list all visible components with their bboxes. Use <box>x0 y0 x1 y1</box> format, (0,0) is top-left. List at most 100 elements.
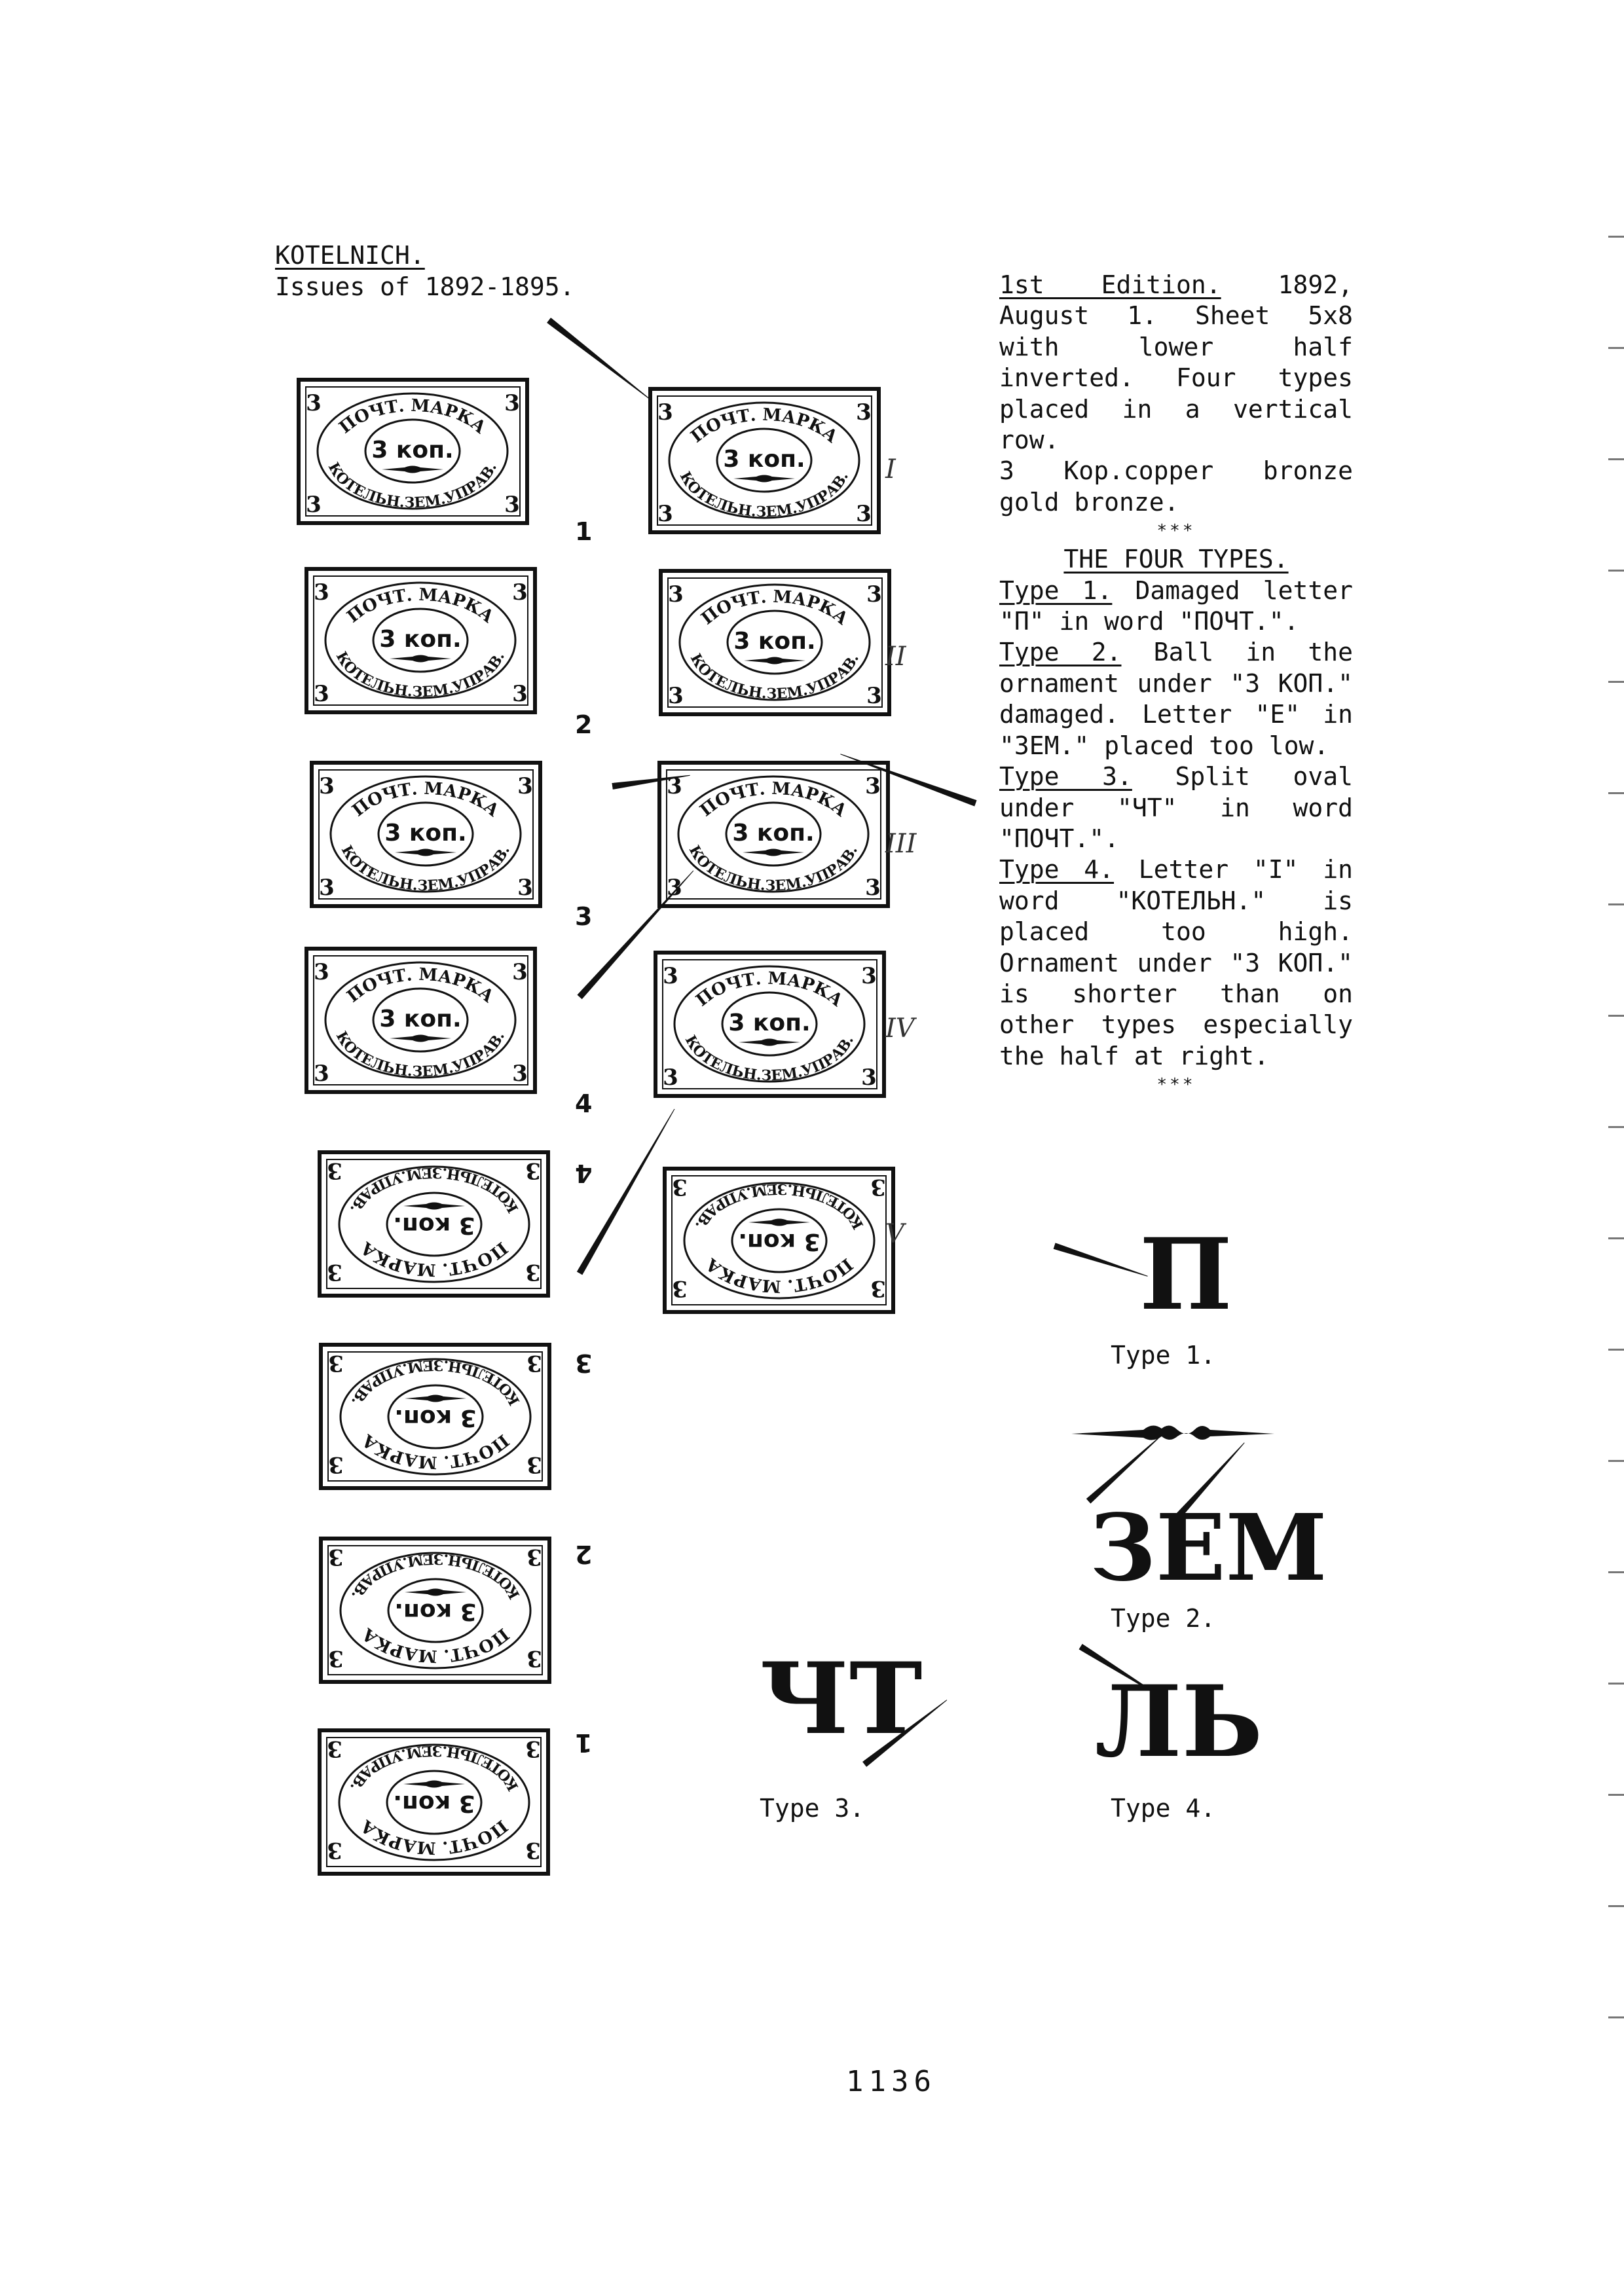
stamp-text: 3 коп. <box>393 1790 475 1817</box>
stamp-text: 3 <box>319 773 335 799</box>
margin-tick <box>1608 1126 1624 1128</box>
stamp-text: 3 <box>861 1065 877 1091</box>
stamp-text: ПОЧТ. МАРКА <box>357 1815 511 1857</box>
type-3-label: Type 3. <box>999 762 1132 792</box>
stamp-text: 3 <box>328 1645 344 1671</box>
detail-1-pointer <box>1053 1243 1149 1279</box>
stamp-text: 3 <box>504 390 520 416</box>
stamp-text: 3 <box>512 681 528 707</box>
stamp-text: ПОЧТ. МАРКА <box>358 1624 512 1666</box>
stamp-upright-3: ПОЧТ. МАРКА КОТЕЛЬН.ЗЕМ.УПРАВ. 3 коп. 3 … <box>310 761 542 908</box>
stamp-text: 3 <box>525 1259 541 1285</box>
stamp-text: 3 <box>672 1174 688 1200</box>
stamp-text: 3 коп. <box>393 1212 475 1239</box>
stamp-text: 3 <box>526 1544 542 1570</box>
margin-tick <box>1608 1460 1624 1462</box>
detail-type-3-caption: Type 3. <box>760 1794 865 1823</box>
margin-tick <box>1608 792 1624 794</box>
edition-text: 1892, August 1. Sheet 5x8 with lower hal… <box>999 270 1353 455</box>
stamp-upright-2: ПОЧТ. МАРКА КОТЕЛЬН.ЗЕМ.УПРАВ. 3 коп. 3 … <box>304 567 537 714</box>
stamp-text: 3 <box>668 581 684 608</box>
stamp-text: 3 коп. <box>738 1228 820 1255</box>
margin-tick <box>1608 1683 1624 1685</box>
detail-type-3-glyph: ЧТ <box>760 1641 923 1757</box>
position-label-1: 1 <box>575 517 593 546</box>
stamp-text: 3 коп. <box>379 1006 461 1032</box>
stamp-type-5: ПОЧТ. МАРКА КОТЕЛЬН.ЗЕМ.УПРАВ. 3 коп. 3 … <box>663 1167 895 1314</box>
stamp-text: 3 коп. <box>723 446 805 473</box>
stamp-text: ПОЧТ. МАРКА <box>698 587 852 629</box>
type-mark-2: II <box>885 642 906 672</box>
margin-tick <box>1608 1349 1624 1351</box>
stamp-text: ПОЧТ. МАРКА <box>697 779 851 821</box>
stamp-inverted-4: ПОЧТ. МАРКА КОТЕЛЬН.ЗЕМ.УПРАВ. 3 коп. 3 … <box>318 1150 550 1298</box>
stamp-text: ПОЧТ. МАРКА <box>358 1624 512 1666</box>
stamp-text: 3 коп. <box>732 820 814 847</box>
stamp-text: ПОЧТ. МАРКА <box>702 1254 856 1296</box>
values-text: 3 Kop.copper bronze gold bronze. <box>999 456 1353 517</box>
margin-tick <box>1608 903 1624 905</box>
stamp-text: ПОЧТ. МАРКА <box>349 779 503 821</box>
margin-tick <box>1608 236 1624 238</box>
position-label-inv-3: 3 <box>575 1349 593 1377</box>
stamp-text: 3 <box>525 1157 541 1184</box>
stamp-text: 3 <box>517 875 533 901</box>
type-mark-5: V <box>885 1219 904 1249</box>
margin-tick <box>1608 458 1624 460</box>
stamp-text: ПОЧТ. МАРКА <box>688 405 841 447</box>
stamp-text: 3 коп. <box>384 820 466 847</box>
stamp-text: ПОЧТ. МАРКА <box>357 1237 511 1279</box>
stamp-text: 3 <box>657 399 673 426</box>
stamp-text: 3 <box>668 683 684 709</box>
pointer-type-1 <box>547 318 654 403</box>
edition-title: 1st Edition. <box>999 270 1221 299</box>
stamp-upright-4: ПОЧТ. МАРКА КОТЕЛЬН.ЗЕМ.УПРАВ. 3 коп. 3 … <box>304 947 537 1094</box>
margin-tick <box>1608 1015 1624 1017</box>
stamp-text: ПОЧТ. МАРКА <box>358 1430 512 1472</box>
page-subtitle: Issues of 1892-1895. <box>275 272 575 301</box>
detail-type-1-glyph: П <box>1139 1217 1232 1332</box>
stamp-text: ПОЧТ. МАРКА <box>336 396 490 438</box>
margin-tick <box>1608 2016 1624 2018</box>
stamp-text: 3 <box>512 959 528 985</box>
stamp-text: 3 коп. <box>394 1598 476 1625</box>
stamp-text: ПОЧТ. МАРКА <box>344 585 498 627</box>
stamp-type-2: ПОЧТ. МАРКА КОТЕЛЬН.ЗЕМ.УПРАВ. 3 коп. 3 … <box>659 569 891 716</box>
detail-type-2-ornament <box>1071 1425 1274 1440</box>
detail-type-4-caption: Type 4. <box>1111 1794 1216 1823</box>
type-2-label: Type 2. <box>999 638 1122 667</box>
type-mark-4: IV <box>885 1013 915 1044</box>
stamp-text: 3 коп. <box>728 1010 810 1036</box>
type-4-text: Letter "I" in word "КОТЕЛЬН." is placed … <box>999 855 1353 1070</box>
position-label-4: 4 <box>575 1089 593 1118</box>
stamp-text: 3 <box>657 501 673 527</box>
detail-type-2-caption: Type 2. <box>1111 1604 1216 1633</box>
stamp-text: ПОЧТ. МАРКА <box>358 1430 512 1472</box>
stamp-text: 3 <box>327 1259 342 1285</box>
page-number: 1136 <box>846 2065 936 2098</box>
stamp-text: ПОЧТ. МАРКА <box>693 969 847 1011</box>
stamp-text: ПОЧТ. МАРКА <box>697 779 851 821</box>
stamp-text: ПОЧТ. МАРКА <box>344 585 498 627</box>
detail-type-4-glyph: ЛЬ <box>1095 1664 1263 1779</box>
stamp-text: 3 <box>526 1350 542 1376</box>
stamp-text: 3 <box>865 773 881 799</box>
stamp-text: ПОЧТ. МАРКА <box>357 1815 511 1857</box>
margin-tick <box>1608 681 1624 683</box>
stamp-text: 3 <box>328 1451 344 1478</box>
stamp-text: 3 <box>512 579 528 606</box>
detail-type-1-caption: Type 1. <box>1111 1341 1216 1370</box>
stamp-type-4: ПОЧТ. МАРКА КОТЕЛЬН.ЗЕМ.УПРАВ. 3 коп. 3 … <box>654 951 886 1098</box>
stamp-text: 3 коп. <box>379 626 461 653</box>
stamp-text: 3 <box>328 1544 344 1570</box>
stamp-text: 3 <box>327 1157 342 1184</box>
type-4-label: Type 4. <box>999 855 1115 884</box>
stamp-text: 3 <box>504 492 520 518</box>
stamp-text: 3 <box>526 1645 542 1671</box>
stamp-text: 3 коп. <box>371 437 453 464</box>
stamp-text: 3 <box>672 1275 688 1302</box>
stamp-text: 3 <box>525 1837 541 1863</box>
stamp-text: 3 <box>517 773 533 799</box>
stamp-type-1: ПОЧТ. МАРКА КОТЕЛЬН.ЗЕМ.УПРАВ. 3 коп. 3 … <box>648 387 881 534</box>
stars-1: *** <box>1156 521 1196 541</box>
